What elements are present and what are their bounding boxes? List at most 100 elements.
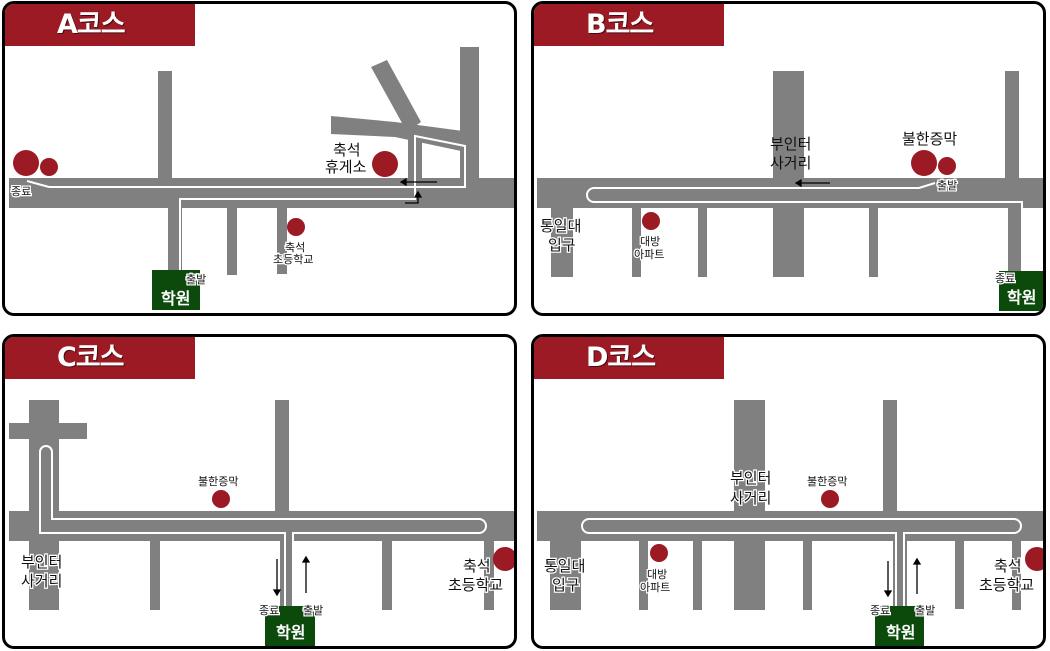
landmark-label: 입구 [548,236,576,254]
landmark-markers [650,490,1043,571]
road [227,208,237,275]
course-a-map: 종료 축석 휴게소 축석 초등학교 출발 학원 [9,47,514,310]
academy-block [875,606,924,646]
cross-road [9,423,87,439]
road [883,400,897,512]
road [158,71,172,179]
end-label: 종료 [259,604,279,617]
route-path [26,134,466,272]
road [168,208,182,275]
road [1012,541,1021,610]
academy-label: 학원 [886,623,915,642]
road [484,541,494,610]
academy-block [999,271,1043,311]
course-d-map: 부인터 사거리 불한증막 통일대 입구 대방 아파트 축석 초등학교 종료 출발… [537,400,1043,646]
course-b-map: 부인터 사거리 불한증막 통일대 입구 대방 아파트 출발 종료 학원 [537,71,1043,311]
landmark-label: 축석 [333,141,361,159]
road [275,400,289,512]
roads [537,400,1043,611]
end-marker-small [40,158,58,176]
landmark-markers [212,490,514,571]
landmark-label: 축석 [994,557,1022,575]
road [1005,71,1019,179]
start-marker-large [911,150,937,176]
direction-arrows [272,555,311,597]
landmark-label: 부인터 [730,469,771,487]
road [869,208,878,277]
road [803,541,812,610]
road [632,208,641,277]
school-marker [493,547,514,571]
landmark-label: 축석 [463,557,491,575]
academy-label: 학원 [161,289,190,308]
road [773,208,804,277]
landmark-label: 축석 [285,241,305,254]
landmark-label: 통일대 [540,217,581,235]
academy-label: 학원 [276,623,305,642]
route-path [586,182,1023,272]
end-marker-large [13,150,39,176]
main-road [9,511,514,541]
end-label: 종료 [11,185,31,198]
start-label: 출발 [915,604,935,617]
road [277,208,287,274]
landmark-label: 대방 [640,235,660,248]
course-d-panel: 부인터 사거리 불한증막 통일대 입구 대방 아파트 축석 초등학교 종료 출발… [531,334,1046,649]
road [382,541,392,610]
route-path [39,445,487,612]
start-label: 출발 [937,179,957,192]
road [1008,208,1021,276]
road [698,208,707,277]
road [551,208,573,277]
road [955,541,964,609]
road [639,541,648,610]
road [460,47,479,179]
rest-area-marker [372,151,398,177]
sauna-marker [821,490,839,508]
course-title: C코스 [5,337,195,379]
academy-block [265,606,315,646]
road [371,60,421,132]
roads [9,400,514,611]
direction-arrows [399,177,437,204]
sauna-marker [212,490,230,508]
main-road [9,178,514,208]
road [150,541,160,610]
start-label: 출발 [186,273,206,286]
academy-label: 학원 [1007,288,1036,307]
landmark-label: 불한증막 [807,475,847,488]
landmark-label: 초등학교 [273,253,313,266]
roads [9,47,514,275]
landmark-label: 사거리 [730,489,771,507]
landmark-label: 초등학교 [448,576,503,594]
school-marker [287,218,305,236]
main-road [537,511,1043,541]
start-label: 출발 [303,604,323,617]
road [331,116,463,151]
road [280,541,294,611]
course-title: D코스 [534,337,724,379]
road [550,541,581,610]
landmark-label: 통일대 [544,557,585,575]
course-title: A코스 [5,4,195,46]
landmark-label: 사거리 [770,154,811,172]
landmark-label: 아파트 [640,581,670,594]
course-c-map: 불한증막 부인터 사거리 축석 초등학교 종료 출발 학원 [9,400,514,646]
landmark-label: 불한증막 [902,130,957,148]
direction-arrows [794,178,830,188]
apartment-marker [650,544,668,562]
course-c-panel: 불한증막 부인터 사거리 축석 초등학교 종료 출발 학원 C코스 [2,334,517,649]
landmark-label: 불한증막 [198,475,238,488]
landmark-label: 아파트 [634,248,664,261]
main-road [537,178,1043,208]
landmark-label: 사거리 [21,572,62,590]
end-label: 종료 [995,272,1015,285]
road [734,400,765,512]
school-marker [1025,547,1043,571]
road [734,541,765,610]
road [693,541,702,610]
landmark-label: 입구 [552,576,580,594]
direction-arrows [883,557,922,598]
course-title: B코스 [534,4,724,46]
landmark-label: 초등학교 [979,576,1034,594]
